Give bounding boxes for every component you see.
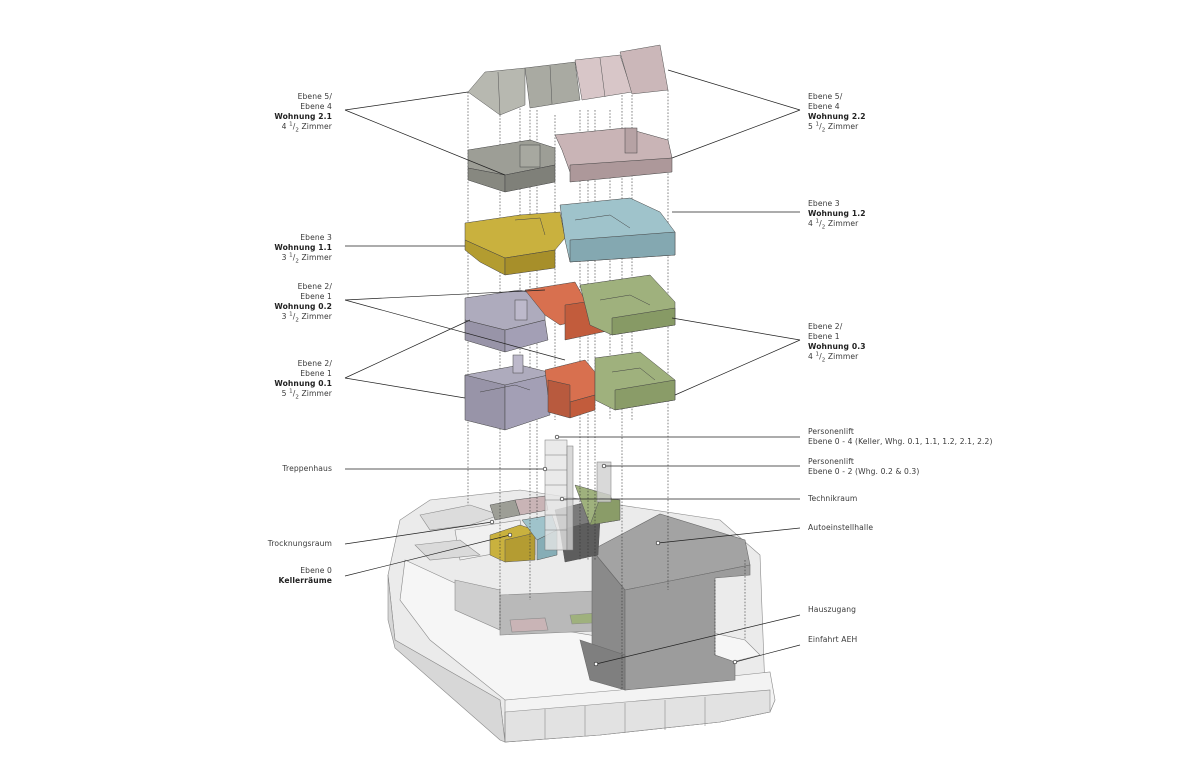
- label-level: Ebene 0: [300, 566, 332, 575]
- label-rooms: 3 1/2 Zimmer: [281, 252, 332, 265]
- label-rooms: 5 1/2 Zimmer: [281, 388, 332, 401]
- label-personenlift-1: Personenlift Ebene 0 - 4 (Keller, Whg. 0…: [808, 427, 993, 446]
- label-level: Ebene 1: [300, 369, 332, 378]
- label-unit-name: Wohnung 2.2: [808, 112, 866, 121]
- label-wohnung-1-2: Ebene 3 Wohnung 1.2 4 1/2 Zimmer: [808, 199, 866, 231]
- level-1-units: [464, 351, 676, 431]
- label-level: Ebene 4: [808, 102, 840, 111]
- label-unit-name: Wohnung 0.3: [808, 342, 866, 351]
- leader-dots: [489, 434, 738, 667]
- label-level: Ebene 2/: [297, 359, 332, 368]
- label-unit-name: Wohnung 1.1: [274, 243, 332, 252]
- label-level: Ebene 3: [300, 233, 332, 242]
- label-level: Ebene 5/: [297, 92, 332, 101]
- label-autoeinstellhalle: Autoeinstellhalle: [808, 523, 874, 532]
- label-treppenhaus: Treppenhaus: [282, 464, 332, 473]
- level-5-roof: [467, 44, 669, 116]
- level-4-units: [467, 127, 673, 193]
- label-hauszugang: Hauszugang: [808, 605, 857, 614]
- label-rooms: 4 1/2 Zimmer: [281, 121, 332, 134]
- label-unit-name: Wohnung 2.1: [274, 112, 332, 121]
- label-unit-name: Kellerräume: [278, 576, 332, 585]
- label-rooms: 3 1/2 Zimmer: [281, 311, 332, 324]
- stair-core: [544, 439, 612, 551]
- label-level: Ebene 2/: [297, 282, 332, 291]
- label-technikraum: Technikraum: [808, 494, 858, 503]
- garage-block: [579, 513, 751, 691]
- label-level: Ebene 1: [808, 332, 840, 341]
- label-wohnung-0-3: Ebene 2/ Ebene 1 Wohnung 0.3 4 1/2 Zimme…: [808, 322, 866, 364]
- label-trocknungsraum: Trocknungsraum: [267, 539, 332, 548]
- label-level: Ebene 2/: [808, 322, 843, 331]
- label-level: Ebene 4: [300, 102, 332, 111]
- label-kellerraeume: Ebene 0 Kellerräume: [279, 566, 332, 586]
- label-unit-name: Wohnung 0.2: [274, 302, 332, 311]
- level-3-units: [464, 197, 676, 276]
- label-unit-name: Wohnung 0.1: [274, 379, 332, 388]
- label-einfahrt-aeh: Einfahrt AEH: [808, 635, 858, 644]
- label-level: Ebene 1: [300, 292, 332, 301]
- label-rooms: 5 1/2 Zimmer: [808, 121, 859, 134]
- label-wohnung-2-2: Ebene 5/ Ebene 4 Wohnung 2.2 5 1/2 Zimme…: [808, 92, 866, 134]
- label-level: Ebene 3: [808, 199, 840, 208]
- label-wohnung-1-1: Ebene 3 Wohnung 1.1 3 1/2 Zimmer: [274, 233, 332, 265]
- level-2-units: [464, 274, 676, 353]
- label-unit-name: Wohnung 1.2: [808, 209, 866, 218]
- label-rooms: 4 1/2 Zimmer: [808, 351, 859, 364]
- leader-lines: [344, 69, 801, 665]
- label-wohnung-0-1: Ebene 2/ Ebene 1 Wohnung 0.1 5 1/2 Zimme…: [274, 359, 332, 401]
- label-rooms: 4 1/2 Zimmer: [808, 218, 859, 231]
- label-level: Ebene 5/: [808, 92, 843, 101]
- label-wohnung-0-2: Ebene 2/ Ebene 1 Wohnung 0.2 3 1/2 Zimme…: [274, 282, 332, 324]
- basement-rooms: [489, 484, 621, 563]
- label-wohnung-2-1: Ebene 5/ Ebene 4 Wohnung 2.1 4 1/2 Zimme…: [274, 92, 332, 134]
- label-personenlift-2: Personenlift Ebene 0 - 2 (Whg. 0.2 & 0.3…: [808, 457, 920, 476]
